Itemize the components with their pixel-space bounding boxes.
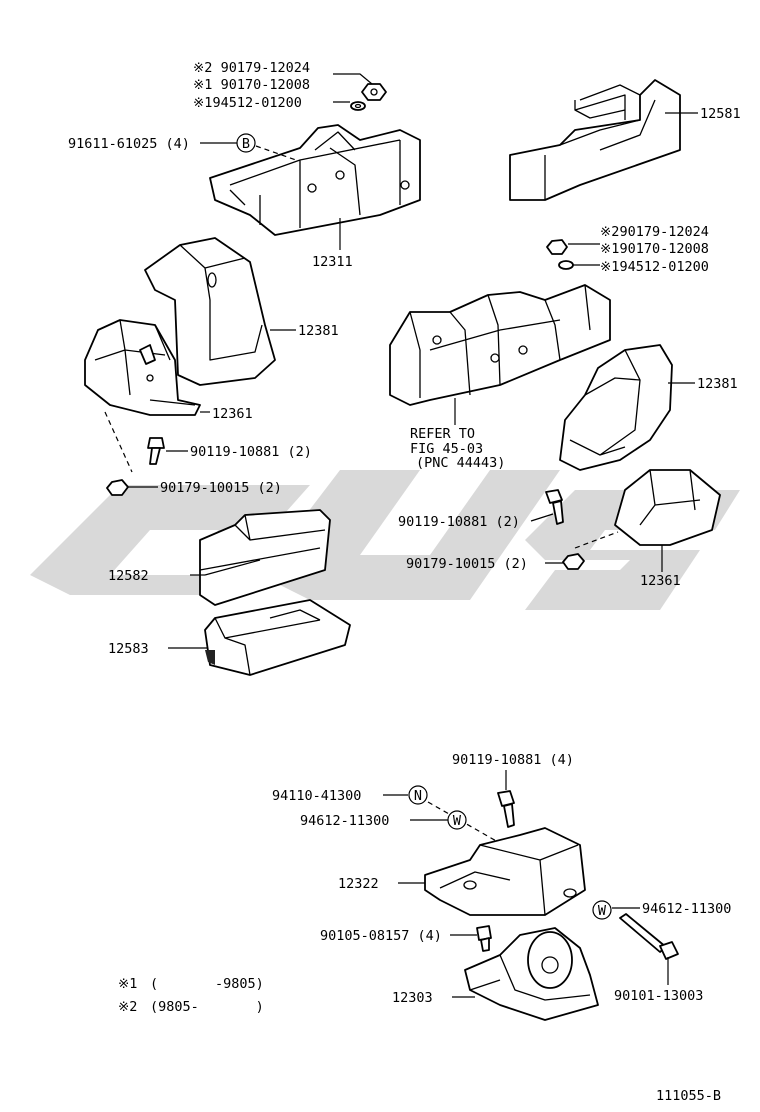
label-part-w: 94612-11300 — [300, 813, 389, 829]
nut-center — [546, 239, 568, 255]
footnote-2-mark: ※2 — [118, 999, 137, 1015]
leader-lines — [104, 73, 698, 998]
svg-text:W: W — [598, 903, 607, 919]
footnote-1-mark: ※1 — [118, 976, 137, 992]
bolt-left — [147, 437, 165, 465]
footnote-1-range: ( -9805) — [150, 976, 264, 992]
bolt-long — [619, 913, 679, 960]
label-bolt-rear: 90119-10881 (4) — [452, 752, 574, 768]
cover-12581 — [509, 79, 681, 201]
label-12582: 12582 — [108, 568, 149, 584]
washer-top-left — [350, 101, 366, 111]
label-right-nut-2: ※290179-12024 — [600, 224, 709, 240]
label-washer-right-w: 94612-11300 — [642, 901, 731, 917]
label-top-left-nut-1: ※1 90170-12008 — [193, 77, 310, 93]
label-top-left-nut-2: ※2 90179-12024 — [193, 60, 310, 76]
svg-text:W: W — [453, 813, 462, 829]
insulator-12381-right — [559, 344, 673, 471]
label-part-n: 94110-41300 — [272, 788, 361, 804]
label-refer-1: REFER TO — [410, 426, 475, 442]
pad-12582 — [199, 509, 331, 606]
label-nut-right: 90179-10015 (2) — [406, 556, 528, 572]
label-bolt-b: 91611-61025 (4) — [68, 136, 190, 152]
washer-center — [558, 260, 574, 270]
badge-w-left: W — [447, 810, 467, 830]
label-refer-3: (PNC 44443) — [416, 455, 505, 471]
bolt-right — [545, 489, 564, 525]
label-bolt-long: 90101-13003 — [614, 988, 703, 1004]
label-right-nut-1: ※190170-12008 — [600, 241, 709, 257]
label-12361-left: 12361 — [212, 406, 253, 422]
svg-text:B: B — [242, 136, 250, 152]
label-bolt-left: 90119-10881 (2) — [190, 444, 312, 460]
label-nut-left: 90179-10015 (2) — [160, 480, 282, 496]
label-12583: 12583 — [108, 641, 149, 657]
svg-text:N: N — [414, 788, 422, 804]
bracket-12322 — [424, 827, 586, 916]
label-12381-left: 12381 — [298, 323, 339, 339]
label-bolt-right: 90119-10881 (2) — [398, 514, 520, 530]
label-refer-2: FIG 45-03 — [410, 441, 483, 457]
nut-right — [562, 553, 585, 570]
label-12322: 12322 — [338, 876, 379, 892]
mount-12361-left — [84, 319, 201, 416]
footnote-2-range: (9805- ) — [150, 999, 264, 1015]
bracket-12311 — [209, 124, 421, 236]
label-bolt-rear-4: 90105-08157 (4) — [320, 928, 442, 944]
label-12311: 12311 — [312, 254, 353, 270]
bracket-center — [389, 284, 611, 406]
label-12361-right: 12361 — [640, 573, 681, 589]
label-12381-right: 12381 — [697, 376, 738, 392]
label-right-washer: ※194512-01200 — [600, 259, 709, 275]
label-12303: 12303 — [392, 990, 433, 1006]
pad-12583 — [204, 599, 351, 676]
label-12581: 12581 — [700, 106, 741, 122]
label-top-left-washer: ※194512-01200 — [193, 95, 302, 111]
bolt-rear-top — [497, 790, 515, 828]
nut-top-left — [361, 83, 387, 101]
bolt-lower-left — [476, 925, 492, 952]
insulator-12381-left — [144, 237, 276, 386]
drawing-number: 111055-B — [656, 1088, 721, 1104]
mount-12361-right — [614, 469, 721, 546]
mount-12303 — [464, 927, 599, 1021]
badge-n: N — [408, 785, 428, 805]
badge-w-right: W — [592, 900, 612, 920]
nut-left — [106, 479, 129, 496]
badge-b: B — [236, 133, 256, 153]
